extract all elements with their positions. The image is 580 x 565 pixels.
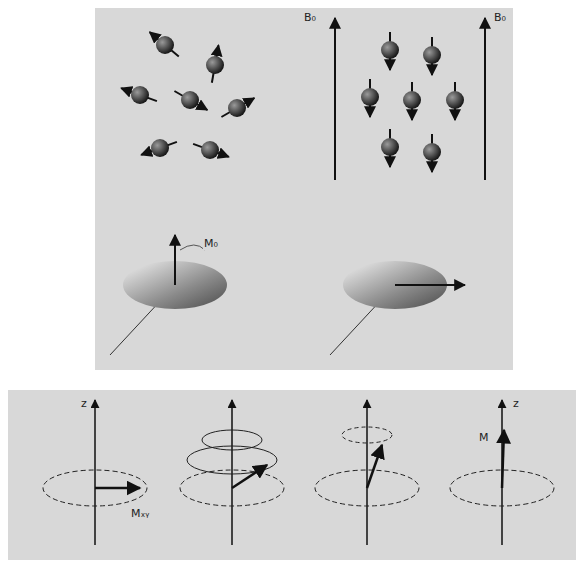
magnetization-disc [330, 261, 465, 355]
bottom-panel [8, 390, 576, 560]
precession-diagram [450, 400, 554, 545]
spin [446, 82, 464, 120]
axis-label: B₀ [493, 12, 507, 24]
precession-diagram [43, 400, 147, 545]
field-line [484, 18, 486, 180]
spin [141, 139, 177, 157]
spin [423, 37, 441, 75]
spin [121, 86, 157, 104]
spin [174, 91, 207, 110]
magnetization-disc [110, 235, 227, 355]
field-line [334, 18, 336, 180]
precession-diagram [315, 400, 419, 545]
axis-label: B₀ [303, 12, 317, 24]
spin [361, 79, 379, 117]
spin [381, 129, 399, 167]
precession-diagram [180, 400, 284, 545]
spin [423, 134, 441, 172]
spin [206, 45, 224, 82]
axis-label: Mₓᵧ [130, 508, 150, 520]
axis-label: M₀ [203, 238, 219, 250]
spin [150, 32, 179, 56]
spin [403, 82, 421, 120]
top-panel [95, 8, 513, 370]
axis-label: z [512, 398, 520, 410]
axis-label: z [80, 398, 88, 410]
axis-label: M [478, 432, 490, 444]
spin [193, 141, 229, 159]
spin [221, 98, 254, 117]
spin [381, 32, 399, 70]
